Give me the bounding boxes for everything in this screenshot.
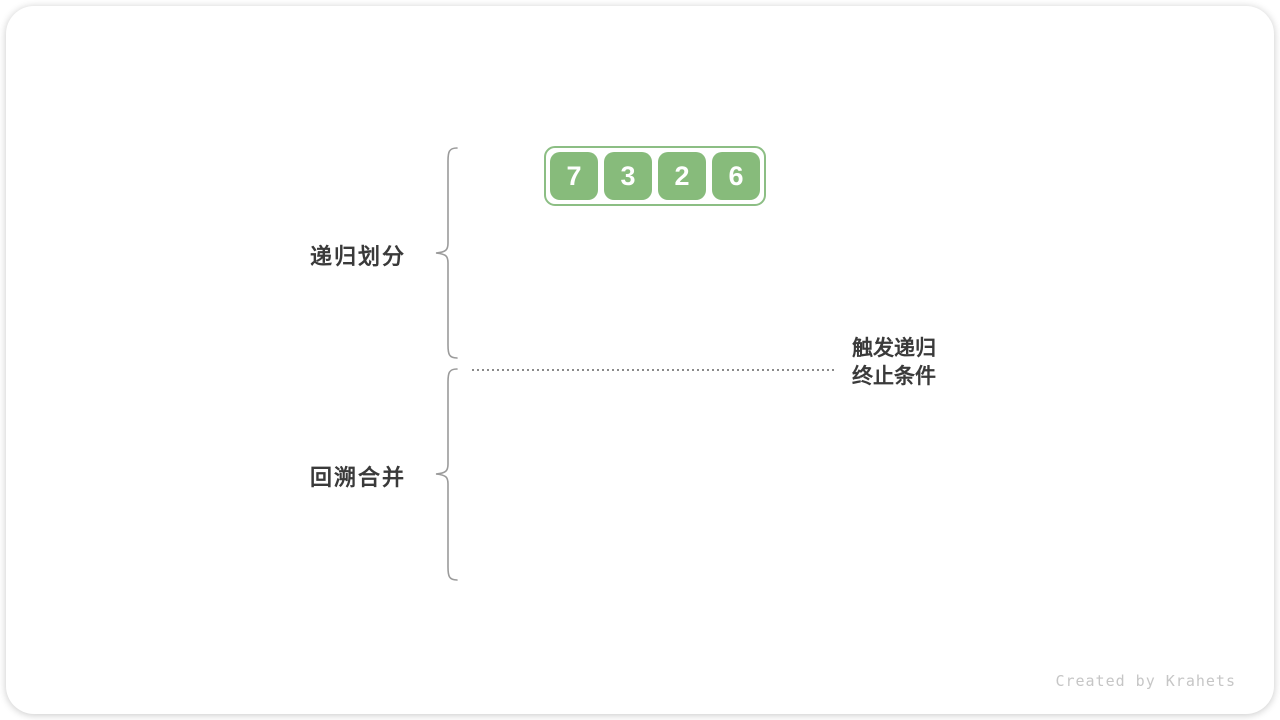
diagram-card: 7 3 2 6 递归划分 回溯合并 触发递归: [6, 6, 1274, 714]
recursive-partition-brace: [434, 147, 458, 359]
dotted-line-icon: [472, 369, 837, 371]
base-case-divider: [472, 359, 837, 371]
recursive-partition-label: 递归划分: [309, 244, 406, 269]
array-container: 7 3 2 6: [544, 146, 766, 206]
array-cell: 2: [658, 152, 706, 200]
array-cell: 6: [712, 152, 760, 200]
array-cell: 3: [604, 152, 652, 200]
watermark: Created by Krahets: [1055, 672, 1236, 690]
annotation-line: 终止条件: [852, 365, 936, 388]
curly-brace-icon: [435, 147, 458, 359]
base-case-annotation: 触发递归 终止条件: [852, 335, 936, 391]
curly-brace-icon: [435, 368, 458, 581]
annotation-line: 触发递归: [852, 337, 936, 360]
merge-backtrack-brace: [434, 368, 458, 581]
array-cell: 7: [550, 152, 598, 200]
merge-backtrack-label: 回溯合并: [309, 465, 406, 490]
